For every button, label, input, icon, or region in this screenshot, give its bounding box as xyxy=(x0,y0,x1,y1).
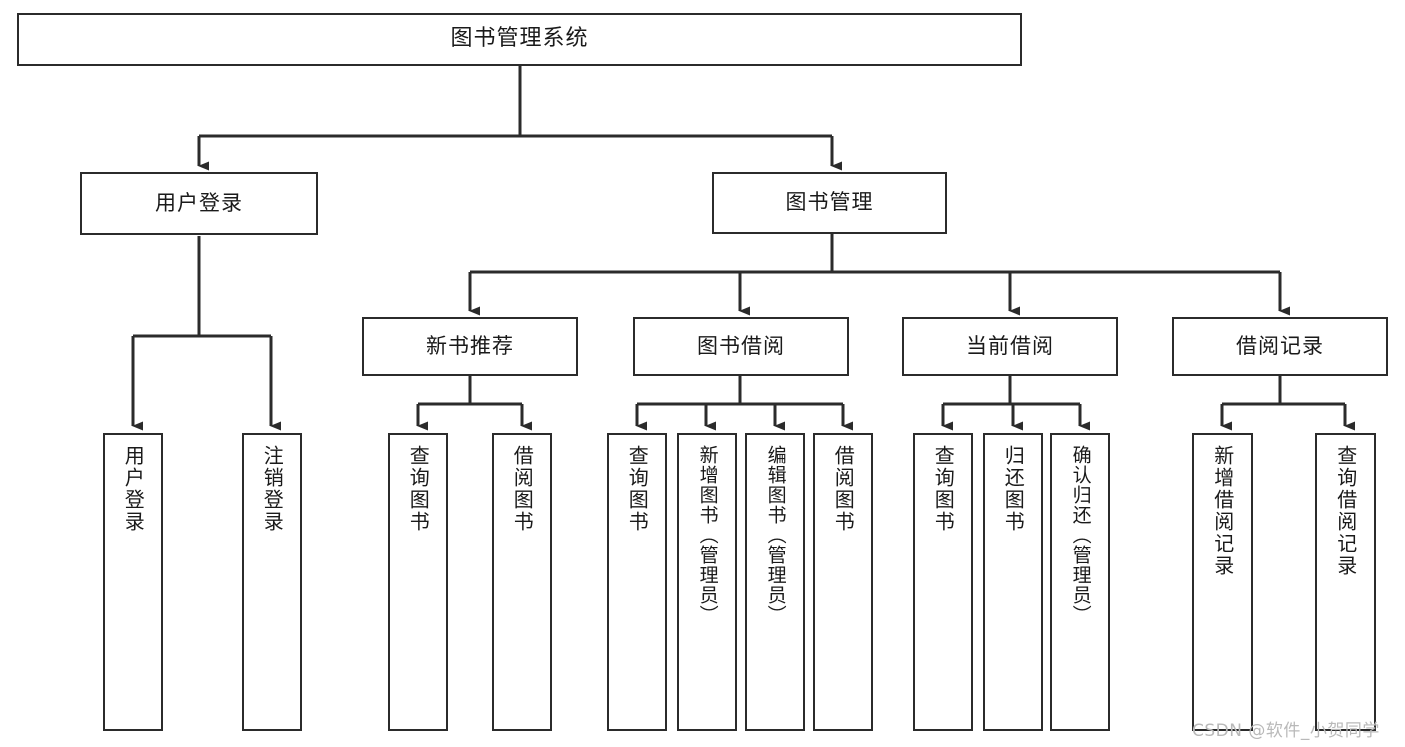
node-root-system[interactable]: 图书管理系统 xyxy=(17,13,1022,66)
node-user-login[interactable]: 用户登录 xyxy=(80,172,318,235)
leaf-label: 查询图书 xyxy=(625,445,650,533)
leaf-label: 查询借阅记录 xyxy=(1333,445,1358,577)
leaf-label: 查询图书 xyxy=(406,445,431,533)
leaf-label: 注销登录 xyxy=(260,445,285,533)
leaf-book-borrow-borrow[interactable]: 借阅图书 xyxy=(813,433,873,731)
leaf-user-login-login[interactable]: 用户登录 xyxy=(103,433,163,731)
node-book-borrow[interactable]: 图书借阅 xyxy=(633,317,849,376)
leaf-label: 新增图书（管理员） xyxy=(696,445,719,625)
leaf-label: 归还图书 xyxy=(1001,445,1026,533)
leaf-borrow-record-query[interactable]: 查询借阅记录 xyxy=(1315,433,1376,731)
leaf-book-borrow-edit[interactable]: 编辑图书（管理员） xyxy=(745,433,805,731)
leaf-label: 确认归还（管理员） xyxy=(1069,445,1092,625)
leaf-label: 借阅图书 xyxy=(510,445,535,533)
leaf-book-borrow-query[interactable]: 查询图书 xyxy=(607,433,667,731)
leaf-label: 查询图书 xyxy=(931,445,956,533)
leaf-new-book-query[interactable]: 查询图书 xyxy=(388,433,448,731)
node-borrow-record[interactable]: 借阅记录 xyxy=(1172,317,1388,376)
leaf-user-login-logout[interactable]: 注销登录 xyxy=(242,433,302,731)
leaf-current-borrow-confirm[interactable]: 确认归还（管理员） xyxy=(1050,433,1110,731)
node-book-management[interactable]: 图书管理 xyxy=(712,172,947,234)
leaf-current-borrow-return[interactable]: 归还图书 xyxy=(983,433,1043,731)
leaf-label: 借阅图书 xyxy=(831,445,856,533)
leaf-new-book-borrow[interactable]: 借阅图书 xyxy=(492,433,552,731)
node-new-book-recommend[interactable]: 新书推荐 xyxy=(362,317,578,376)
leaf-label: 用户登录 xyxy=(121,445,146,533)
leaf-label: 编辑图书（管理员） xyxy=(764,445,787,625)
leaf-current-borrow-query[interactable]: 查询图书 xyxy=(913,433,973,731)
leaf-book-borrow-add[interactable]: 新增图书（管理员） xyxy=(677,433,737,731)
leaf-label: 新增借阅记录 xyxy=(1210,445,1235,577)
node-current-borrow[interactable]: 当前借阅 xyxy=(902,317,1118,376)
leaf-borrow-record-add[interactable]: 新增借阅记录 xyxy=(1192,433,1253,731)
